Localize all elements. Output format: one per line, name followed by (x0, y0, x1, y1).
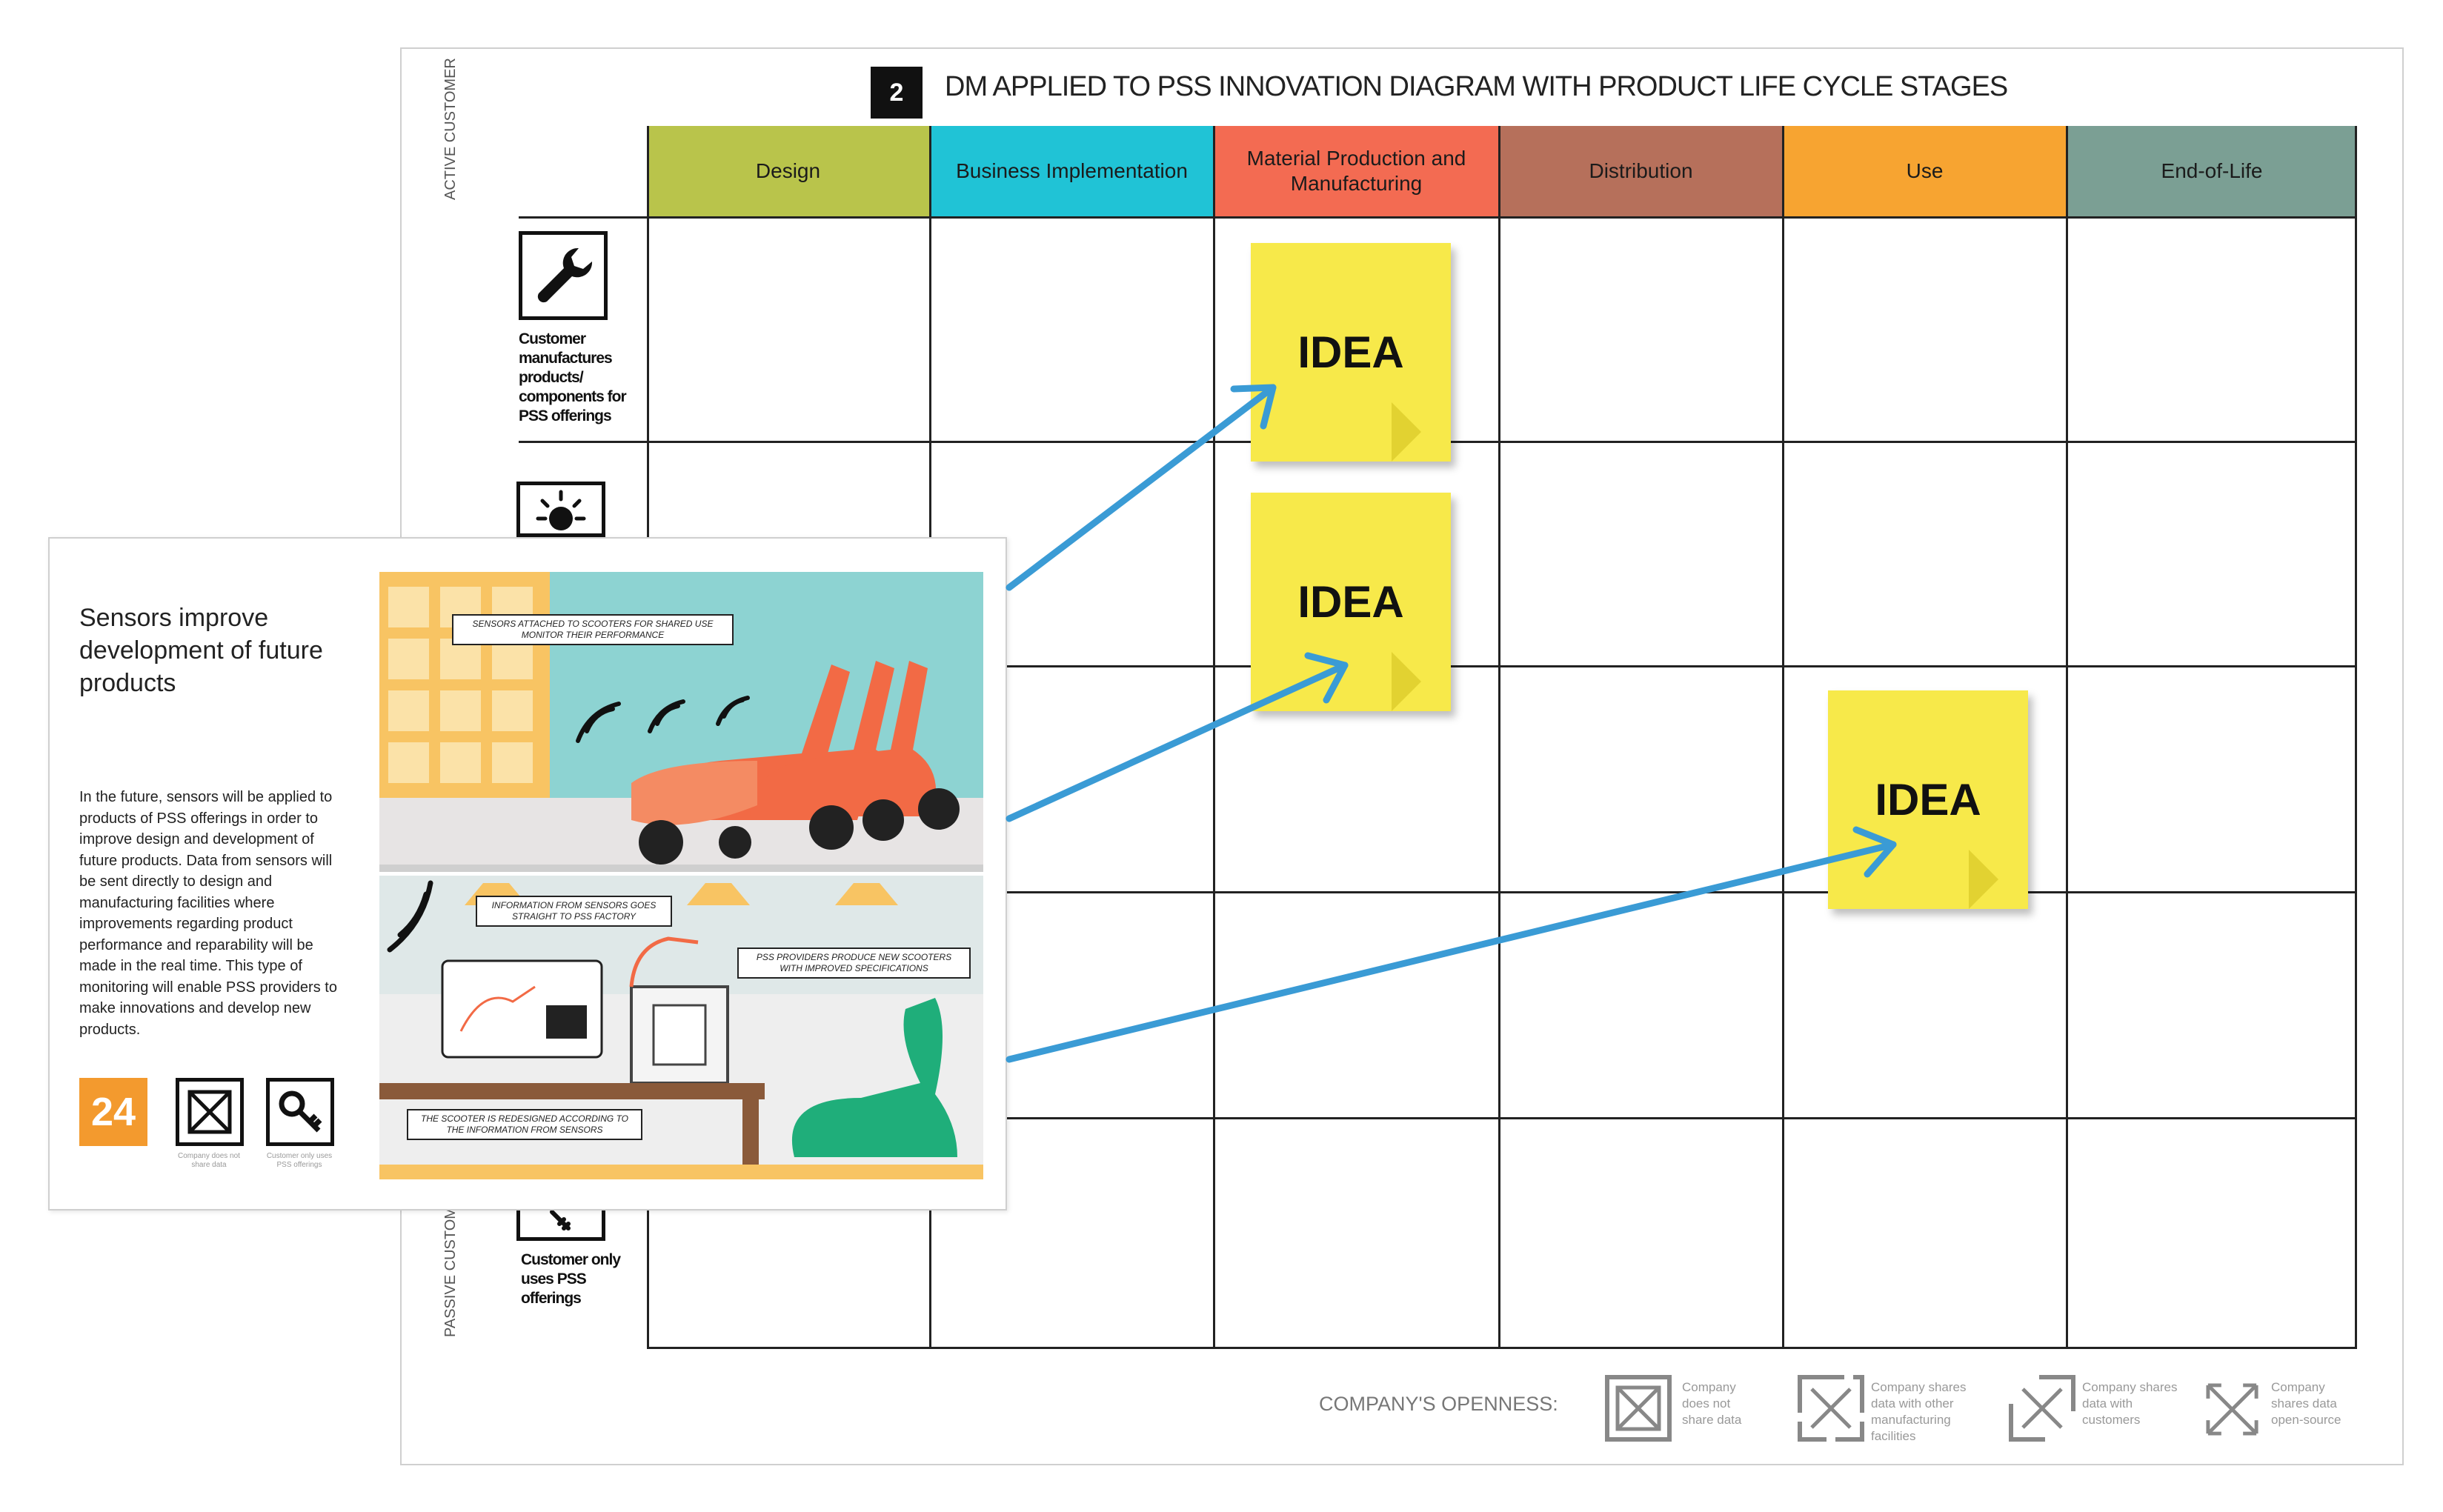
card-number-badge: 24 (79, 1078, 147, 1146)
arrow-head (1230, 384, 1277, 430)
grid-col-line (1213, 126, 1215, 1349)
key-icon (516, 1208, 605, 1241)
grid-row-line (519, 1117, 2356, 1119)
key-icon (266, 1078, 334, 1146)
card-icon-caption: Customer only uses PSS offerings (266, 1152, 333, 1169)
arrow-head (1304, 652, 1349, 704)
legend-text-open-source: Company shares data open-source (2271, 1380, 2341, 1427)
column-header-design: Design (647, 126, 929, 216)
light-bulb-icon (516, 482, 605, 537)
arrow (1006, 662, 1349, 822)
idea-sticky-note[interactable]: IDEA (1251, 493, 1451, 711)
column-header-end-of-life: End-of-Life (2067, 126, 2356, 216)
card-icon-caption: Company does not share data (178, 1152, 240, 1169)
no-share-icon (1605, 1375, 1672, 1442)
wrench-icon (519, 231, 608, 320)
idea-sticky-note[interactable]: IDEA (1828, 690, 2028, 909)
callout-scooter-redesigned: THE SCOOTER IS REDESIGNED ACCORDING TO T… (407, 1109, 642, 1140)
scenario-card: Sensors improve development of future pr… (48, 537, 1007, 1210)
idea-sticky-note[interactable]: IDEA (1251, 243, 1451, 462)
row-label-customer-only-uses: Customer only uses PSS offerings (521, 1251, 621, 1307)
share-customers-icon (2009, 1375, 2075, 1442)
column-header-distribution: Distribution (1500, 126, 1782, 216)
no-share-icon (176, 1078, 244, 1146)
grid-row-line (519, 891, 2356, 893)
grid-bottom-line (647, 1347, 2356, 1349)
arrow (1006, 841, 1897, 1063)
legend-text-share-customers: Company shares data with customers (2082, 1380, 2178, 1427)
diagram-number-badge: 2 (871, 67, 923, 119)
grid-col-line (1782, 126, 1784, 1349)
grid-col-line (2066, 126, 2068, 1349)
grid-row-line (519, 216, 2356, 219)
callout-sensors-attached: SENSORS ATTACHED TO SCOOTERS FOR SHARED … (452, 614, 734, 645)
row-label-customer-manufactures: Customer manufactures products/ componen… (519, 330, 627, 424)
legend-text-share-manufacturing: Company shares data with other manufactu… (1871, 1380, 1967, 1443)
column-header-use: Use (1784, 126, 2066, 216)
grid-col-line (1498, 126, 1500, 1349)
card-title: Sensors improve development of future pr… (79, 604, 323, 697)
column-header-material-production: Material Production and Manufacturing (1214, 126, 1498, 216)
callout-information-from-sensors: INFORMATION FROM SENSORS GOES STRAIGHT T… (476, 896, 672, 927)
legend-text-no-share: Company does not share data (1682, 1380, 1742, 1427)
arrow (1006, 384, 1277, 591)
legend-title: COMPANY'S OPENNESS: (1319, 1393, 1558, 1415)
column-header-business-implementation: Business Implementation (931, 126, 1213, 216)
card-body: In the future, sensors will be applied t… (79, 789, 337, 1038)
grid-col-line (2355, 126, 2357, 1349)
callout-pss-providers-produce: PSS PROVIDERS PRODUCE NEW SCOOTERS WITH … (737, 948, 971, 979)
diagram-title: DM APPLIED TO PSS INNOVATION DIAGRAM WIT… (945, 71, 2008, 102)
share-manufacturing-icon (1798, 1375, 1864, 1442)
open-source-icon (2206, 1383, 2258, 1436)
arrow-head (1852, 826, 1897, 878)
